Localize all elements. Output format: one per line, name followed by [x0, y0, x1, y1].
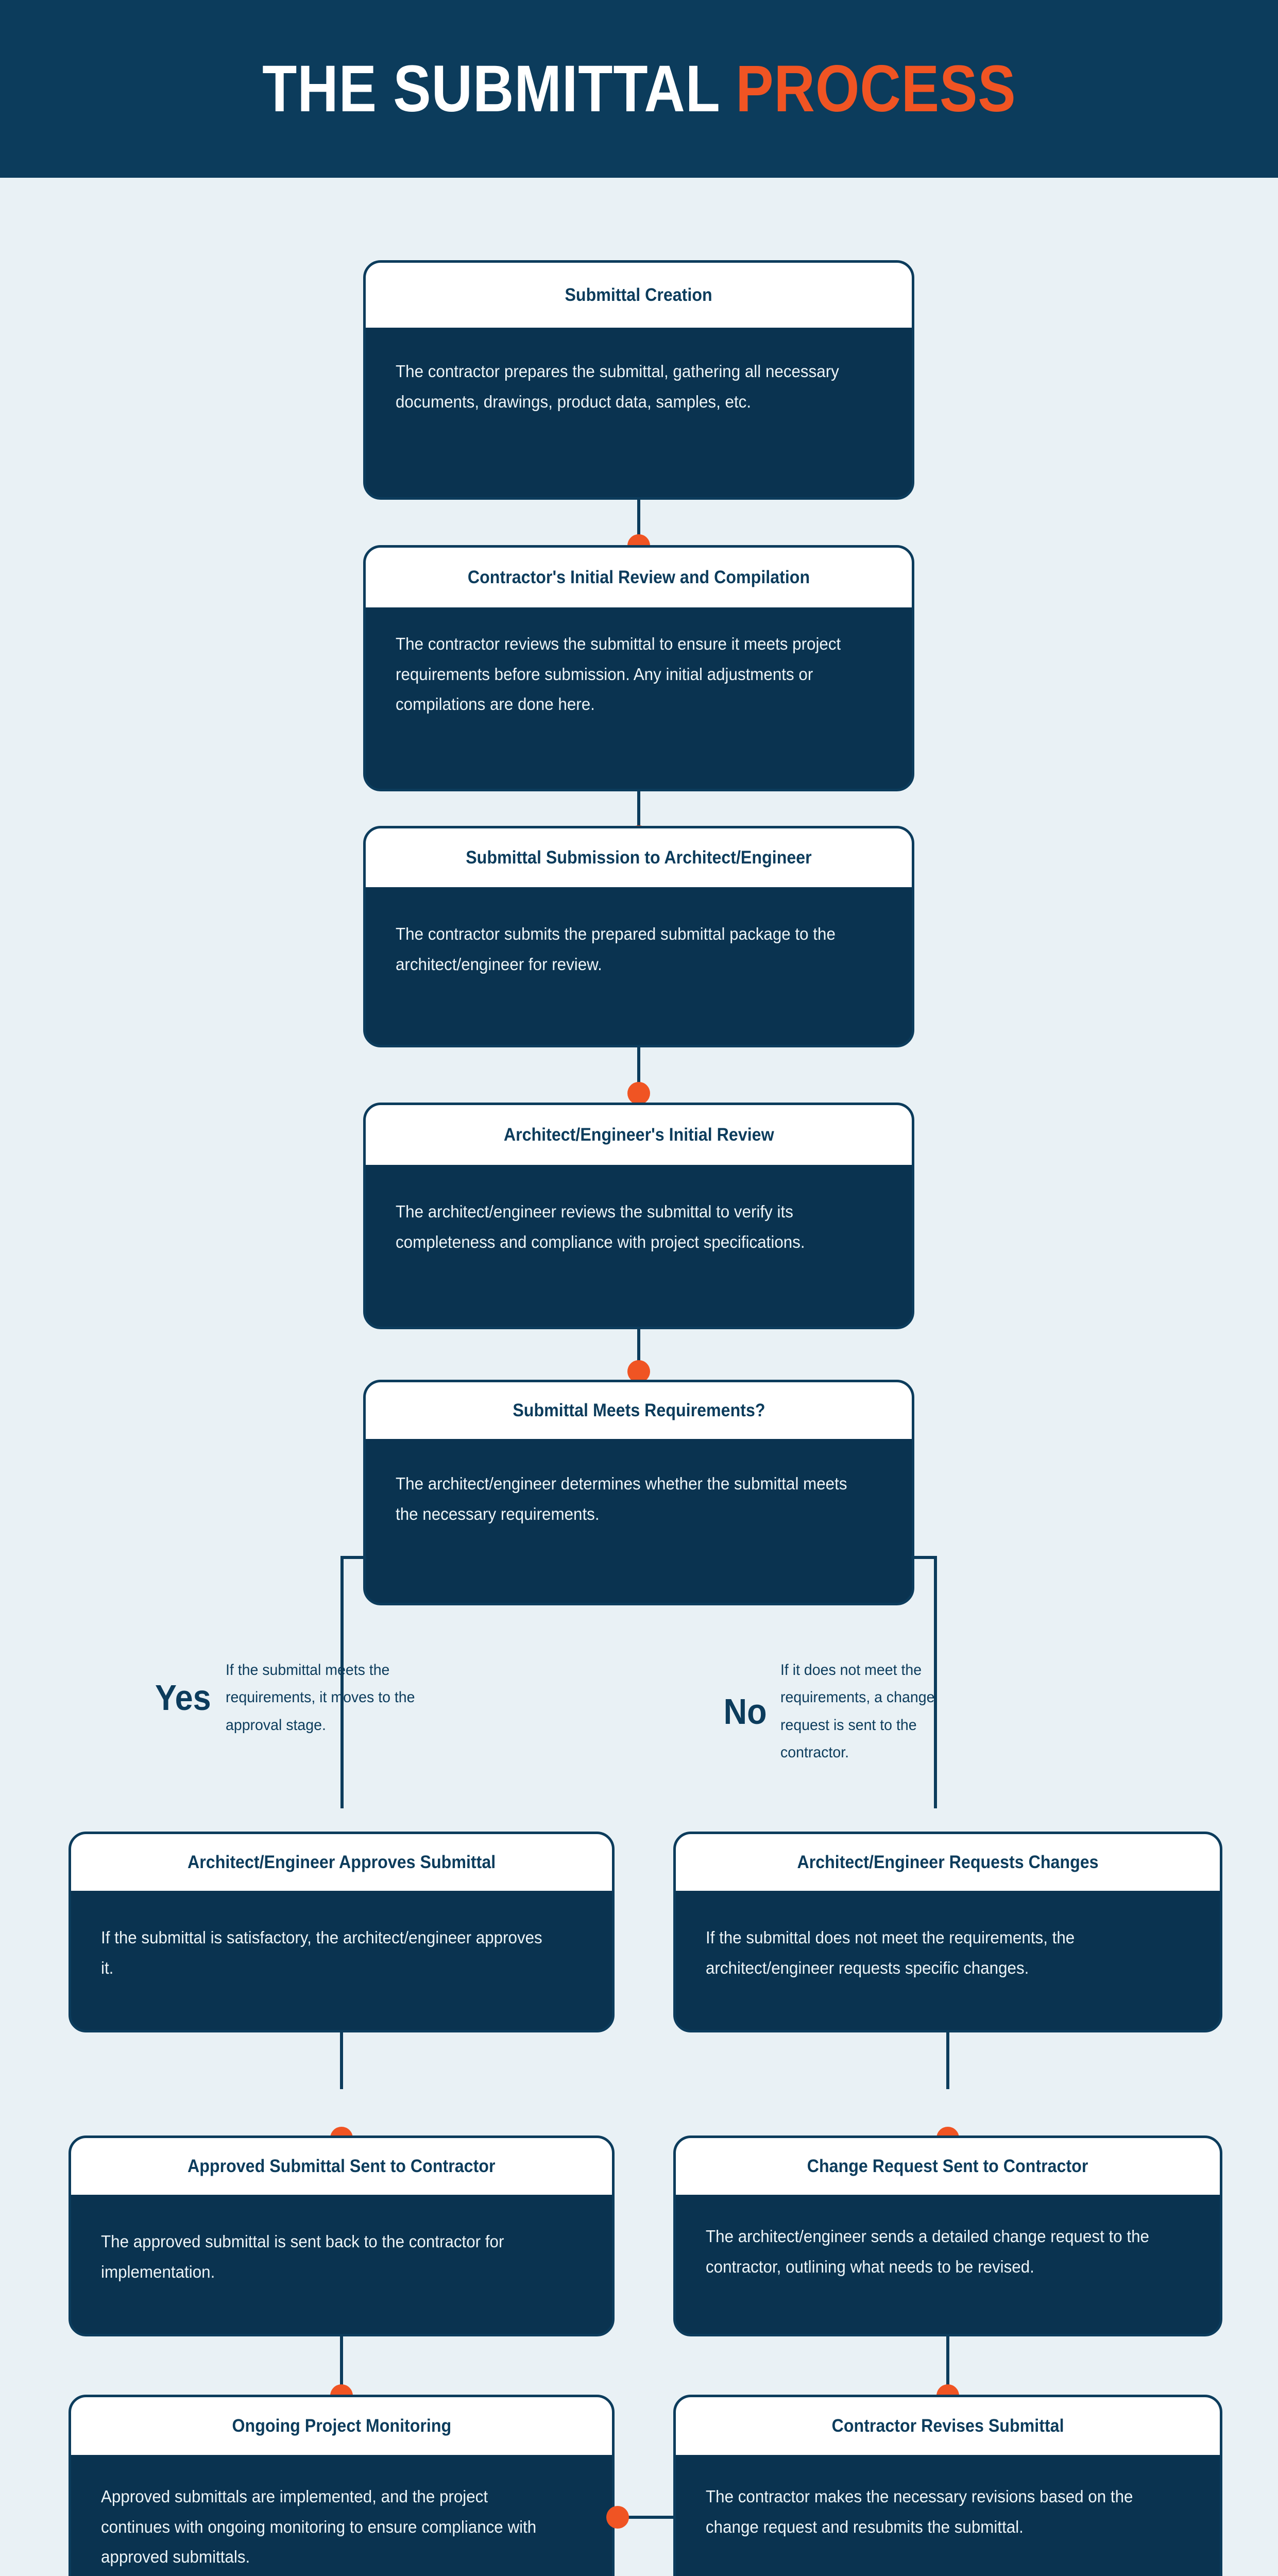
flow-node-approved-sent-to-contractor[interactable]: Approved Submittal Sent to Contractor Th…	[69, 2136, 615, 2336]
card-text: If the submittal does not meet the requi…	[706, 1928, 1075, 1977]
card-header: Contractor's Initial Review and Compilat…	[366, 548, 912, 607]
card-body: The architect/engineer reviews the submi…	[366, 1165, 912, 1327]
card-text: The approved submittal is sent back to t…	[101, 2232, 504, 2281]
page-title: THE SUBMITTAL PROCESS	[262, 56, 1016, 122]
connector-line	[946, 2032, 949, 2089]
card-title: Approved Submittal Sent to Contractor	[188, 2156, 496, 2176]
card-body: The architect/engineer sends a detailed …	[676, 2195, 1220, 2334]
card-body: The contractor reviews the submittal to …	[366, 607, 912, 789]
connector-line	[637, 1047, 640, 1094]
card-title: Contractor Revises Submittal	[831, 2415, 1064, 2436]
card-body: If the submittal does not meet the requi…	[676, 1891, 1220, 2030]
card-body: Approved submittals are implemented, and…	[71, 2455, 612, 2576]
branch-word-no: No	[723, 1691, 767, 1732]
branch-connector-right-horizontal	[911, 1556, 937, 1559]
card-title: Architect/Engineer Requests Changes	[797, 1852, 1099, 1872]
card-title: Architect/Engineer Approves Submittal	[187, 1852, 496, 1872]
flow-node-ongoing-project-monitoring[interactable]: Ongoing Project Monitoring Approved subm…	[69, 2395, 615, 2576]
page-header: THE SUBMITTAL PROCESS	[0, 0, 1278, 178]
card-title: Submittal Submission to Architect/Engine…	[466, 847, 812, 868]
card-header: Architect/Engineer Approves Submittal	[71, 1834, 612, 1891]
card-title: Change Request Sent to Contractor	[807, 2156, 1088, 2176]
card-header: Contractor Revises Submittal	[676, 2397, 1220, 2455]
card-text: The contractor makes the necessary revis…	[706, 2487, 1133, 2536]
card-text: The architect/engineer reviews the submi…	[396, 1202, 805, 1251]
connector-line	[340, 2336, 343, 2393]
flow-node-contractor-revises[interactable]: Contractor Revises Submittal The contrac…	[673, 2395, 1222, 2576]
branch-label-no: No If it does not meet the requirements,…	[721, 1656, 997, 1767]
card-title: Submittal Meets Requirements?	[512, 1400, 765, 1420]
branch-word-yes: Yes	[155, 1677, 211, 1718]
branch-connector-left-horizontal	[340, 1556, 366, 1559]
flow-node-architect-approves[interactable]: Architect/Engineer Approves Submittal If…	[69, 1832, 615, 2032]
page-title-primary: THE SUBMITTAL	[262, 52, 736, 126]
connector-line	[340, 2032, 343, 2089]
connector-line	[637, 500, 640, 546]
flow-node-submittal-meets-requirements[interactable]: Submittal Meets Requirements? The archit…	[363, 1380, 914, 1605]
card-header: Change Request Sent to Contractor	[676, 2138, 1220, 2195]
card-title: Contractor's Initial Review and Compilat…	[467, 567, 810, 587]
flow-node-contractors-initial-review[interactable]: Contractor's Initial Review and Compilat…	[363, 545, 914, 791]
flow-node-submittal-creation[interactable]: Submittal Creation The contractor prepar…	[363, 260, 914, 500]
branch-connector-right-vertical	[934, 1556, 937, 1808]
card-body: The contractor makes the necessary revis…	[676, 2455, 1220, 2576]
branch-label-yes: Yes If the submittal meets the requireme…	[152, 1656, 442, 1739]
card-header: Submittal Submission to Architect/Engine…	[366, 828, 912, 887]
card-header: Approved Submittal Sent to Contractor	[71, 2138, 612, 2195]
connector-dot	[627, 1082, 650, 1105]
card-title: Submittal Creation	[565, 284, 713, 305]
connector-line	[637, 791, 640, 838]
card-title: Ongoing Project Monitoring	[232, 2415, 451, 2436]
card-text: The architect/engineer sends a detailed …	[706, 2227, 1149, 2276]
card-text: Approved submittals are implemented, and…	[101, 2487, 537, 2567]
page-title-accent: PROCESS	[735, 52, 1016, 126]
card-body: The contractor submits the prepared subm…	[366, 887, 912, 1045]
connector-line	[946, 2336, 949, 2393]
card-body: If the submittal is satisfactory, the ar…	[71, 1891, 612, 2030]
card-header: Ongoing Project Monitoring	[71, 2397, 612, 2455]
card-body: The contractor prepares the submittal, g…	[366, 328, 912, 497]
card-text: If the submittal is satisfactory, the ar…	[101, 1928, 542, 1977]
card-body: The architect/engineer determines whethe…	[366, 1439, 912, 1603]
flow-node-architect-requests-changes[interactable]: Architect/Engineer Requests Changes If t…	[673, 1832, 1222, 2032]
card-text: The architect/engineer determines whethe…	[396, 1474, 847, 1523]
cross-connector-line	[615, 2516, 676, 2519]
connector-dot	[627, 1360, 650, 1383]
card-header: Architect/Engineer Requests Changes	[676, 1834, 1220, 1891]
connector-line	[637, 1329, 640, 1376]
card-header: Architect/Engineer's Initial Review	[366, 1105, 912, 1165]
flow-node-submittal-submission[interactable]: Submittal Submission to Architect/Engine…	[363, 826, 914, 1047]
branch-description-yes: If the submittal meets the requirements,…	[225, 1662, 415, 1734]
card-header: Submittal Meets Requirements?	[366, 1382, 912, 1439]
card-text: The contractor reviews the submittal to …	[396, 634, 841, 714]
card-text: The contractor submits the prepared subm…	[396, 924, 836, 974]
card-body: The approved submittal is sent back to t…	[71, 2195, 612, 2334]
card-header: Submittal Creation	[366, 263, 912, 328]
flow-node-architect-initial-review[interactable]: Architect/Engineer's Initial Review The …	[363, 1103, 914, 1329]
flow-node-change-request-sent[interactable]: Change Request Sent to Contractor The ar…	[673, 2136, 1222, 2336]
card-text: The contractor prepares the submittal, g…	[396, 362, 839, 411]
branch-description-no: If it does not meet the requirements, a …	[780, 1662, 935, 1761]
branch-connector-left-vertical	[340, 1556, 344, 1808]
cross-connector-dot	[606, 2506, 629, 2529]
card-title: Architect/Engineer's Initial Review	[503, 1124, 774, 1145]
